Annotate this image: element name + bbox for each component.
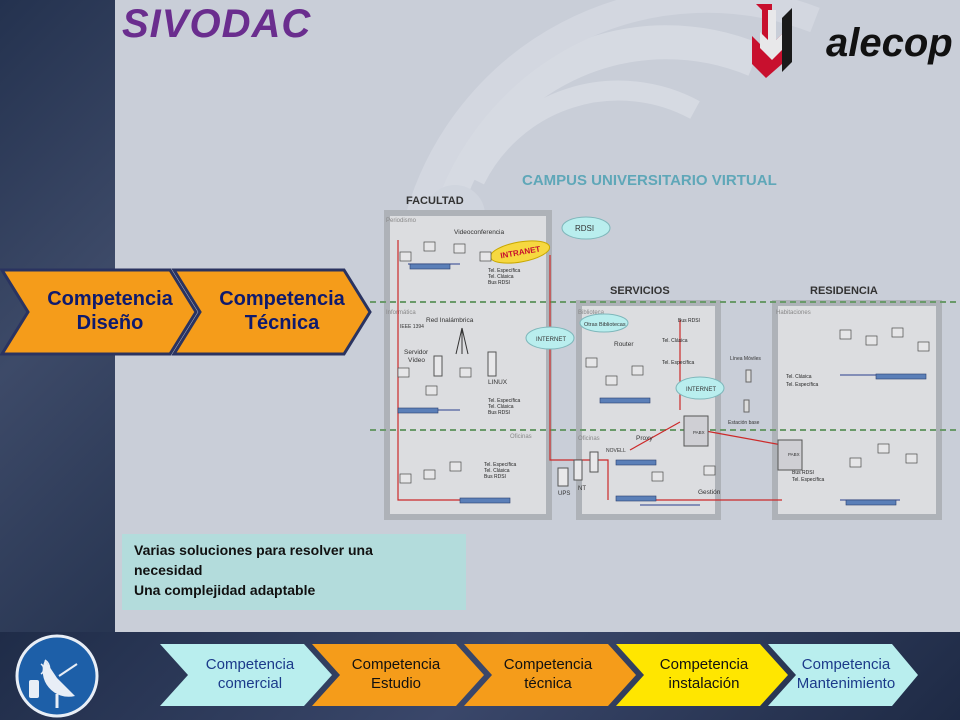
svg-text:Tel. Clásica: Tel. Clásica xyxy=(662,338,688,344)
svg-text:Servidor: Servidor xyxy=(404,349,429,356)
svg-text:Vídeo: Vídeo xyxy=(408,357,425,364)
svg-text:Tel. Específica: Tel. Específica xyxy=(484,462,516,468)
server-novell-icon xyxy=(589,451,599,473)
logo-mark-icon xyxy=(752,4,792,78)
server-nt-icon xyxy=(573,459,583,481)
svg-text:Bus RDSI: Bus RDSI xyxy=(484,474,506,480)
svg-text:Bus RDSI: Bus RDSI xyxy=(488,410,510,416)
stage-comercial xyxy=(160,644,332,706)
svg-text:Tel. Clásica: Tel. Clásica xyxy=(488,274,514,280)
note-line-1: Varias soluciones para resolver una xyxy=(134,542,373,558)
svg-text:IEEE 1394: IEEE 1394 xyxy=(400,324,424,330)
zone-oficinas-left: Oficinas xyxy=(510,434,532,440)
svg-text:Tel. Específica: Tel. Específica xyxy=(786,382,818,388)
chevron-diseno xyxy=(0,268,198,356)
note-line-2: necesidad xyxy=(134,562,203,578)
workstations xyxy=(397,241,930,484)
note-line-3: Una complejidad adaptable xyxy=(134,582,316,598)
cloud-rdsi xyxy=(561,216,611,240)
svg-text:Línea Móviles: Línea Móviles xyxy=(730,356,761,362)
svg-text:INTERNET: INTERNET xyxy=(686,387,716,393)
svg-text:Tel. Clásica: Tel. Clásica xyxy=(786,374,812,380)
stage-estudio xyxy=(312,644,484,706)
alecop-logo: alecop xyxy=(742,0,953,82)
svg-text:RDSI: RDSI xyxy=(575,224,594,233)
svg-text:Tel. Clásica: Tel. Clásica xyxy=(484,468,510,474)
svg-text:Tel. Específica: Tel. Específica xyxy=(662,360,694,366)
chevron-tecnica xyxy=(171,268,372,356)
cloud-internet-2 xyxy=(675,376,725,400)
zone-habitaciones: Habitaciones xyxy=(776,310,811,316)
server-video-icon xyxy=(433,355,443,377)
mobile-phone-icon xyxy=(745,369,752,383)
section-residencia: RESIDENCIA xyxy=(810,285,878,297)
network-links xyxy=(397,240,783,501)
zone-informatica: Informática xyxy=(386,310,416,316)
diagram-title: CAMPUS UNIVERSITARIO VIRTUAL xyxy=(522,172,777,189)
svg-text:Tel. Específica: Tel. Específica xyxy=(488,268,520,274)
section-servicios: SERVICIOS xyxy=(610,285,670,297)
pabx-1-icon xyxy=(683,415,709,447)
svg-text:Tel. Específica: Tel. Específica xyxy=(488,398,520,404)
svg-text:Bus RDSI: Bus RDSI xyxy=(488,280,510,286)
svg-text:Gestión: Gestión xyxy=(698,489,721,496)
stage-tecnica xyxy=(464,644,636,706)
background-arcs xyxy=(402,0,820,245)
svg-text:UPS: UPS xyxy=(558,491,570,497)
antenna-icon xyxy=(455,327,469,355)
ups-icon xyxy=(557,467,569,487)
svg-text:Bus RDSI: Bus RDSI xyxy=(792,470,814,476)
svg-text:LINUX: LINUX xyxy=(488,379,508,386)
svg-text:PABX: PABX xyxy=(788,452,800,457)
svg-text:Proxy: Proxy xyxy=(636,435,653,442)
svg-text:Tel. Específica: Tel. Específica xyxy=(792,477,824,483)
svg-text:Estación base: Estación base xyxy=(728,420,760,426)
cloud-otras-bibliotecas xyxy=(579,313,629,333)
logo-wordmark: alecop xyxy=(826,21,952,65)
zone-periodismo: Periodismo xyxy=(386,218,417,224)
stage-mantenimiento xyxy=(768,644,918,706)
svg-text:NOVELL: NOVELL xyxy=(606,448,626,454)
svg-text:Red Inalámbrica: Red Inalámbrica xyxy=(426,317,474,324)
pabx-2-icon xyxy=(777,439,803,471)
left-sidebar-band xyxy=(0,0,115,720)
stage-instalacion xyxy=(616,644,788,706)
base-station-icon xyxy=(743,399,750,413)
svg-text:INTERNET: INTERNET xyxy=(536,337,566,343)
campus-network-diagram: CAMPUS UNIVERSITARIO VIRTUAL FACULTAD SE… xyxy=(370,160,960,525)
svg-text:NT: NT xyxy=(578,486,586,492)
svg-text:Videoconferencia: Videoconferencia xyxy=(454,229,504,236)
zone-oficinas-mid: Oficinas xyxy=(578,436,600,442)
svg-text:Tel. Clásica: Tel. Clásica xyxy=(488,404,514,410)
cloud-internet-1 xyxy=(525,326,575,350)
svg-text:Bus RDSI: Bus RDSI xyxy=(678,318,700,324)
svg-text:Otras Bibliotecas: Otras Bibliotecas xyxy=(584,322,626,328)
server-linux-icon xyxy=(487,351,497,377)
section-facultad: FACULTAD xyxy=(406,195,464,207)
note-box: Varias soluciones para resolver una nece… xyxy=(122,534,466,610)
svg-text:Router: Router xyxy=(614,341,634,348)
zone-biblioteca: Biblioteca xyxy=(578,310,605,316)
svg-text:PABX: PABX xyxy=(693,430,705,435)
slide-title: SIVODAC xyxy=(122,2,312,46)
satellite-phone-icon xyxy=(15,634,99,718)
